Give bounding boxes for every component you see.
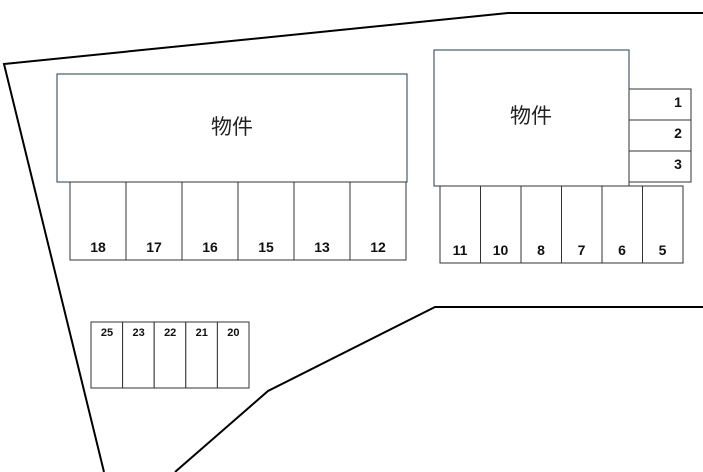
parking-space: 18 (69, 181, 127, 261)
parking-space-outline (520, 185, 562, 264)
parking-space-number: 23 (132, 327, 144, 339)
parking-space: 10 (480, 185, 522, 264)
parking-space: 23 (122, 321, 155, 389)
parking-space-number: 25 (101, 327, 113, 339)
parking-space: 1 (628, 88, 692, 121)
parking-space-outline (69, 181, 127, 261)
parking-space: 20 (216, 321, 250, 389)
building-left-label: 物件 (211, 116, 253, 139)
parking-space: 11 (439, 185, 481, 264)
parking-space-number: 13 (314, 239, 330, 255)
parking-space: 6 (601, 185, 643, 264)
parking-space-number: 18 (90, 239, 106, 255)
parking-space-number: 6 (618, 242, 626, 258)
parking-space-number: 21 (196, 327, 208, 339)
parking-space: 25 (90, 321, 124, 389)
parking-space-number: 7 (578, 242, 586, 258)
parking-space: 21 (185, 321, 218, 389)
parking-space: 8 (520, 185, 562, 264)
parking-space-outline (642, 185, 684, 264)
road-edge-line (174, 306, 703, 472)
parking-space-outline (122, 321, 155, 389)
parking-space-outline (216, 321, 250, 389)
parking-space-outline (349, 181, 407, 261)
parking-space-outline (480, 185, 522, 264)
site-boundary-line (2, 12, 703, 472)
parking-space-number: 17 (146, 239, 162, 255)
parking-space-number: 3 (674, 156, 682, 172)
parking-space-number: 5 (659, 242, 667, 258)
parking-space-number: 15 (258, 239, 274, 255)
parking-space: 22 (153, 321, 187, 389)
parking-row-top-right: 11 10 8 7 6 5 (439, 185, 684, 264)
parking-space: 16 (181, 181, 239, 261)
parking-space-number: 12 (370, 239, 386, 255)
parking-space-number: 22 (164, 327, 176, 339)
parking-space-number: 11 (453, 242, 468, 258)
parking-space-outline (90, 321, 124, 389)
parking-space: 5 (642, 185, 684, 264)
parking-space-number: 8 (537, 242, 545, 258)
parking-space-number: 10 (493, 242, 509, 258)
parking-space-outline (601, 185, 643, 264)
parking-space: 7 (561, 185, 603, 264)
parking-space-outline (628, 88, 692, 121)
building-right: 物件 (433, 49, 630, 187)
parking-space-outline (237, 181, 295, 261)
building-left: 物件 (56, 73, 408, 183)
building-right-label: 物件 (510, 105, 552, 128)
parking-space: 3 (628, 150, 692, 183)
parking-space-outline (439, 185, 481, 264)
parking-space: 13 (293, 181, 351, 261)
parking-row-bottom-left: 25 23 22 21 20 (90, 321, 250, 389)
parking-space-number: 2 (674, 125, 682, 141)
parking-space: 2 (628, 119, 692, 152)
parking-column-right: 1 2 3 (628, 88, 692, 183)
parking-row-top-left: 18 17 16 15 13 12 (69, 181, 407, 261)
parking-space: 15 (237, 181, 295, 261)
parking-space-outline (628, 150, 692, 183)
parking-space-number: 16 (202, 239, 218, 255)
parking-space-outline (153, 321, 187, 389)
parking-space: 17 (125, 181, 183, 261)
parking-space-outline (185, 321, 218, 389)
parking-space: 12 (349, 181, 407, 261)
parking-space-number: 1 (674, 94, 682, 110)
parking-space-number: 20 (227, 327, 239, 339)
